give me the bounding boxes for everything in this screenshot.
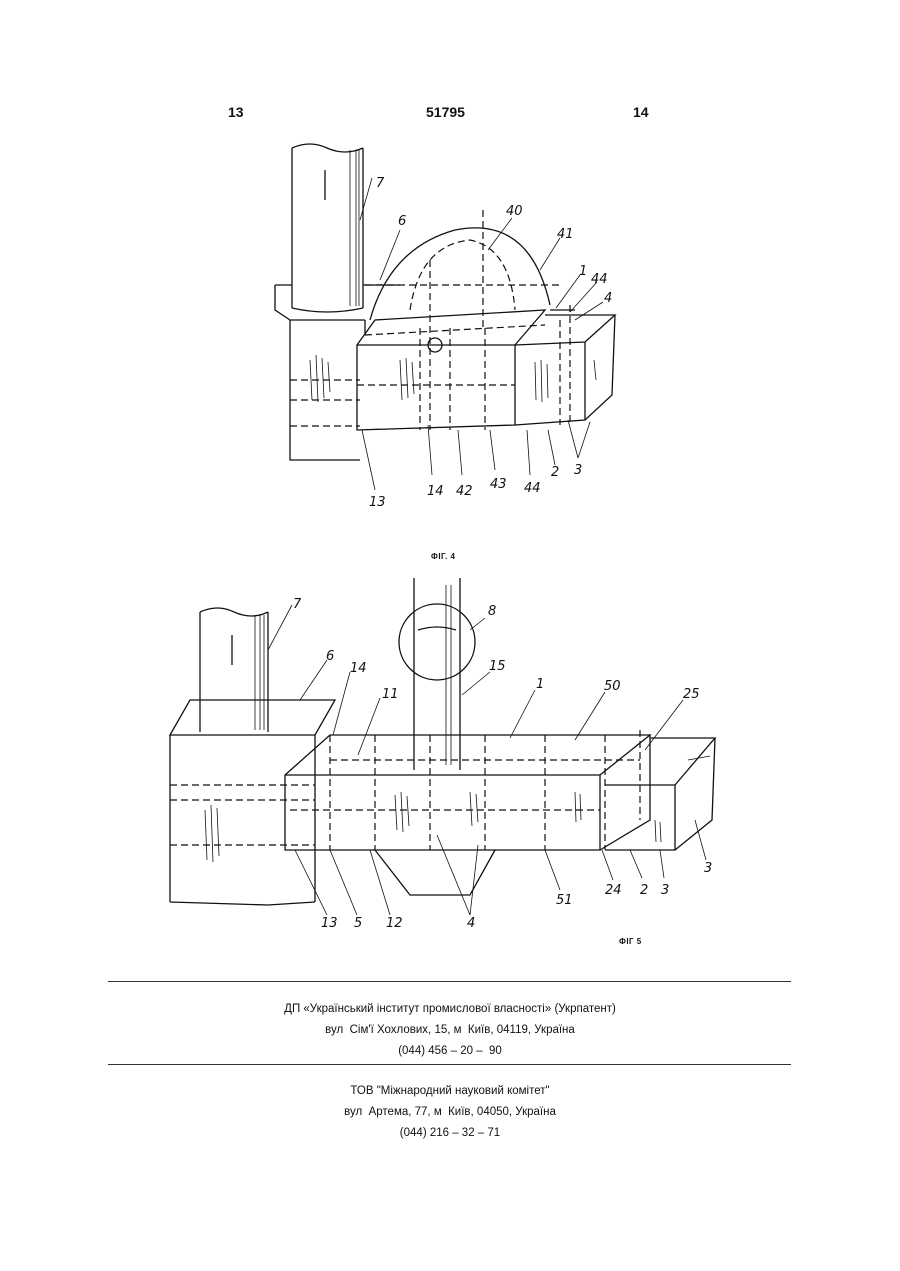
dome-41 (365, 210, 560, 430)
publisher-address: вул Сім'ї Хохлових, 15, м Київ, 04119, У… (0, 1020, 900, 1041)
reference-label: 44 (591, 272, 608, 287)
reference-label: 2 (640, 883, 648, 898)
reference-label: 1 (536, 677, 544, 692)
reference-label: 8 (488, 604, 496, 619)
figure-5-caption: ФІГ 5 (619, 937, 642, 946)
reference-label: 7 (376, 176, 385, 191)
leader-lines (360, 178, 603, 490)
reference-label: 24 (605, 883, 622, 898)
reference-label: 6 (326, 649, 334, 664)
reference-label: 5 (354, 916, 362, 931)
reference-label: 15 (489, 659, 506, 674)
duct-1 (357, 310, 545, 430)
reference-label: 40 (506, 204, 523, 219)
reference-label: 44 (524, 481, 541, 496)
reference-label: 42 (456, 484, 473, 499)
figure-5-drawing: 7 8 6 14 11 15 1 50 25 13 5 12 4 51 24 2… (0, 560, 900, 940)
printer-address: вул Артема, 77, м Київ, 04050, Україна (0, 1102, 900, 1123)
figure-4-drawing: 7 6 40 41 1 44 4 13 14 42 43 44 2 3 (0, 130, 900, 530)
reference-label: 51 (556, 893, 573, 908)
reference-label: 11 (382, 687, 399, 702)
divider-top (108, 981, 791, 982)
printer-info: ТОВ "Міжнародний науковий комітет" вул А… (0, 1081, 900, 1144)
pipe-15 (399, 578, 475, 770)
reference-label: 4 (604, 291, 612, 306)
reference-label: 6 (398, 214, 406, 229)
reference-label: 14 (350, 661, 367, 676)
block-6-fig5 (170, 700, 335, 905)
reference-label: 1 (579, 264, 587, 279)
page-number-left: 13 (228, 104, 244, 120)
reference-label: 7 (293, 597, 302, 612)
reference-label: 2 (551, 465, 559, 480)
printer-phone: (044) 216 – 32 – 71 (0, 1123, 900, 1144)
reference-label: 3 (661, 883, 669, 898)
reference-label: 3 (704, 861, 712, 876)
duct-2 (515, 305, 615, 425)
reference-label: 3 (574, 463, 582, 478)
reference-label: 12 (386, 916, 403, 931)
reference-label: 25 (683, 687, 700, 702)
patent-number: 51795 (426, 104, 465, 120)
publisher-phone: (044) 456 – 20 – 90 (0, 1041, 900, 1062)
reference-label: 14 (427, 484, 444, 499)
reference-label: 43 (490, 477, 507, 492)
reference-label: 50 (604, 679, 621, 694)
pipe-7 (292, 144, 363, 312)
publisher-name: ДП «Український інститут промислової вла… (0, 999, 900, 1020)
printer-name: ТОВ "Міжнародний науковий комітет" (0, 1081, 900, 1102)
reference-label: 13 (369, 495, 386, 510)
duct-1-fig5 (285, 730, 650, 850)
divider-bottom (108, 1064, 791, 1065)
reference-label: 13 (321, 916, 338, 931)
reference-label: 4 (467, 916, 475, 931)
reference-label: 41 (557, 227, 574, 242)
page-number-right: 14 (633, 104, 649, 120)
publisher-info: ДП «Український інститут промислової вла… (0, 999, 900, 1062)
pipe-7-fig5 (200, 608, 268, 732)
